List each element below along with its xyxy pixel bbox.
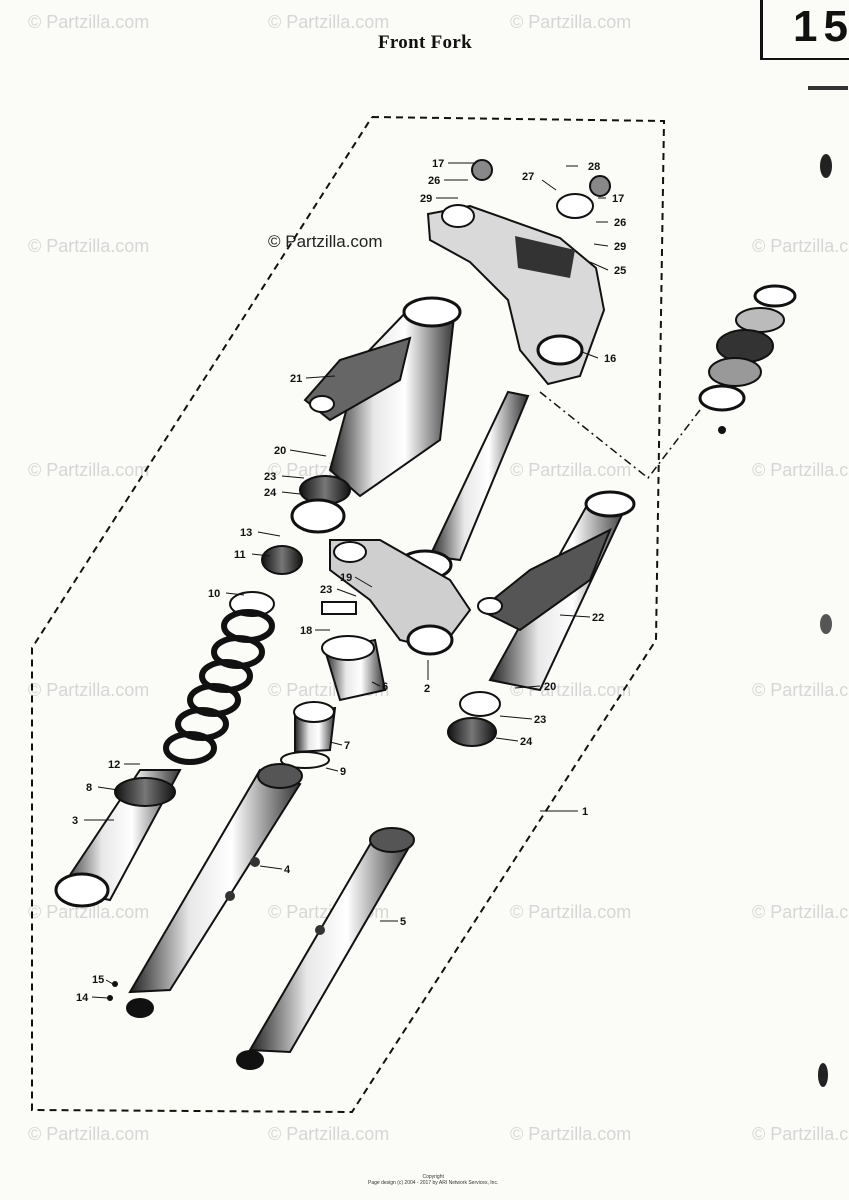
- watermark: © Partzilla.com: [28, 236, 150, 256]
- watermark: © Partzilla.com: [510, 460, 632, 480]
- outer-fork-tube-left: [126, 763, 303, 1018]
- callout-25: 25: [614, 265, 626, 277]
- callout-1: 1: [582, 806, 588, 818]
- center-watermark: © Partzilla.com: [268, 232, 383, 251]
- callout-8: 8: [86, 782, 92, 794]
- margin-mark: [808, 86, 848, 90]
- copyright-line-1: Copyright: [422, 1174, 444, 1180]
- copyright-footer: Copyright Page design (c) 2004 - 2017 by…: [368, 1174, 498, 1186]
- bearing-leader: [539, 391, 701, 480]
- inner-fork-tube: [54, 769, 182, 908]
- callout-16: 16: [604, 353, 616, 365]
- callout-2: 2: [424, 683, 430, 695]
- page-number: 15: [793, 2, 849, 51]
- bottom-bridge: [321, 539, 472, 656]
- watermark: © Partzilla.com: [752, 236, 849, 256]
- callout-9: 9: [340, 766, 346, 778]
- callout-12: 12: [108, 759, 120, 771]
- callout-17-upper-right: 17: [612, 193, 624, 205]
- watermark: © Partzilla.com: [28, 12, 150, 32]
- callout-26-upper-left: 26: [428, 175, 440, 187]
- watermark: © Partzilla.com: [28, 460, 150, 480]
- callout-27: 27: [522, 171, 534, 183]
- callout-28: 28: [588, 161, 600, 173]
- callout-24-left: 24: [264, 487, 277, 499]
- callout-18: 18: [300, 625, 312, 637]
- outer-fork-tube-right: [236, 827, 415, 1070]
- page-number-box: [760, 0, 849, 60]
- callout-24-right: 24: [520, 736, 533, 748]
- watermark: © Partzilla.com: [510, 1124, 632, 1144]
- callout-29-upper-right: 29: [614, 241, 626, 253]
- callout-22: 22: [592, 612, 604, 624]
- watermark: © Partzilla.com: [752, 1124, 849, 1144]
- drain-bolt: [107, 981, 118, 1001]
- callout-3: 3: [72, 815, 78, 827]
- callout-15: 15: [92, 974, 104, 986]
- left-seal-rings: [290, 475, 351, 534]
- margin-mark: [820, 154, 832, 178]
- watermark: © Partzilla.com: [268, 12, 390, 32]
- callout-26-upper-right: 26: [614, 217, 626, 229]
- leader-lines: [84, 162, 609, 999]
- margin-mark: [818, 1063, 828, 1087]
- fork-cover-left: [303, 296, 462, 498]
- watermark: © Partzilla.com: [752, 460, 849, 480]
- top-bridge: [426, 159, 611, 386]
- steering-bearing-stack: [698, 284, 797, 434]
- callout-21: 21: [290, 373, 302, 385]
- callout-29-upper-left: 29: [420, 193, 432, 205]
- fork-cover-right: [447, 490, 636, 747]
- assembly-boundary: [31, 116, 666, 1114]
- margin-mark: [820, 614, 832, 634]
- callout-11: 11: [234, 549, 246, 561]
- callout-23-right: 23: [534, 714, 546, 726]
- callout-17-upper-left: 17: [432, 158, 444, 170]
- callout-10: 10: [208, 588, 220, 600]
- callout-6: 6: [382, 681, 388, 693]
- callout-23-middle: 23: [320, 584, 332, 596]
- callout-19: 19: [340, 572, 352, 584]
- watermark: © Partzilla.com: [510, 902, 632, 922]
- watermark: © Partzilla.com: [28, 680, 150, 700]
- fork-collars: [280, 635, 387, 769]
- callout-4: 4: [284, 864, 291, 876]
- copyright-line-2: Page design (c) 2004 - 2017 by ARI Netwo…: [368, 1180, 499, 1186]
- callout-5: 5: [400, 916, 406, 928]
- callout-labels: 17 26 29 27 28 17 26 29 25 16 21 20 23 2…: [72, 158, 626, 1004]
- watermark: © Partzilla.com: [752, 902, 849, 922]
- callout-20-right: 20: [544, 681, 556, 693]
- watermark: © Partzilla.com: [28, 902, 150, 922]
- watermark: © Partzilla.com: [268, 1124, 390, 1144]
- fork-spring: [163, 545, 303, 765]
- callout-14: 14: [76, 992, 89, 1004]
- callout-20-left: 20: [274, 445, 286, 457]
- watermark: © Partzilla.com: [28, 1124, 150, 1144]
- watermark: © Partzilla.com: [510, 12, 632, 32]
- watermark: © Partzilla.com: [752, 680, 849, 700]
- callout-7: 7: [344, 740, 350, 752]
- diagram-title: Front Fork: [378, 32, 472, 53]
- callout-13: 13: [240, 527, 252, 539]
- callout-23-left: 23: [264, 471, 276, 483]
